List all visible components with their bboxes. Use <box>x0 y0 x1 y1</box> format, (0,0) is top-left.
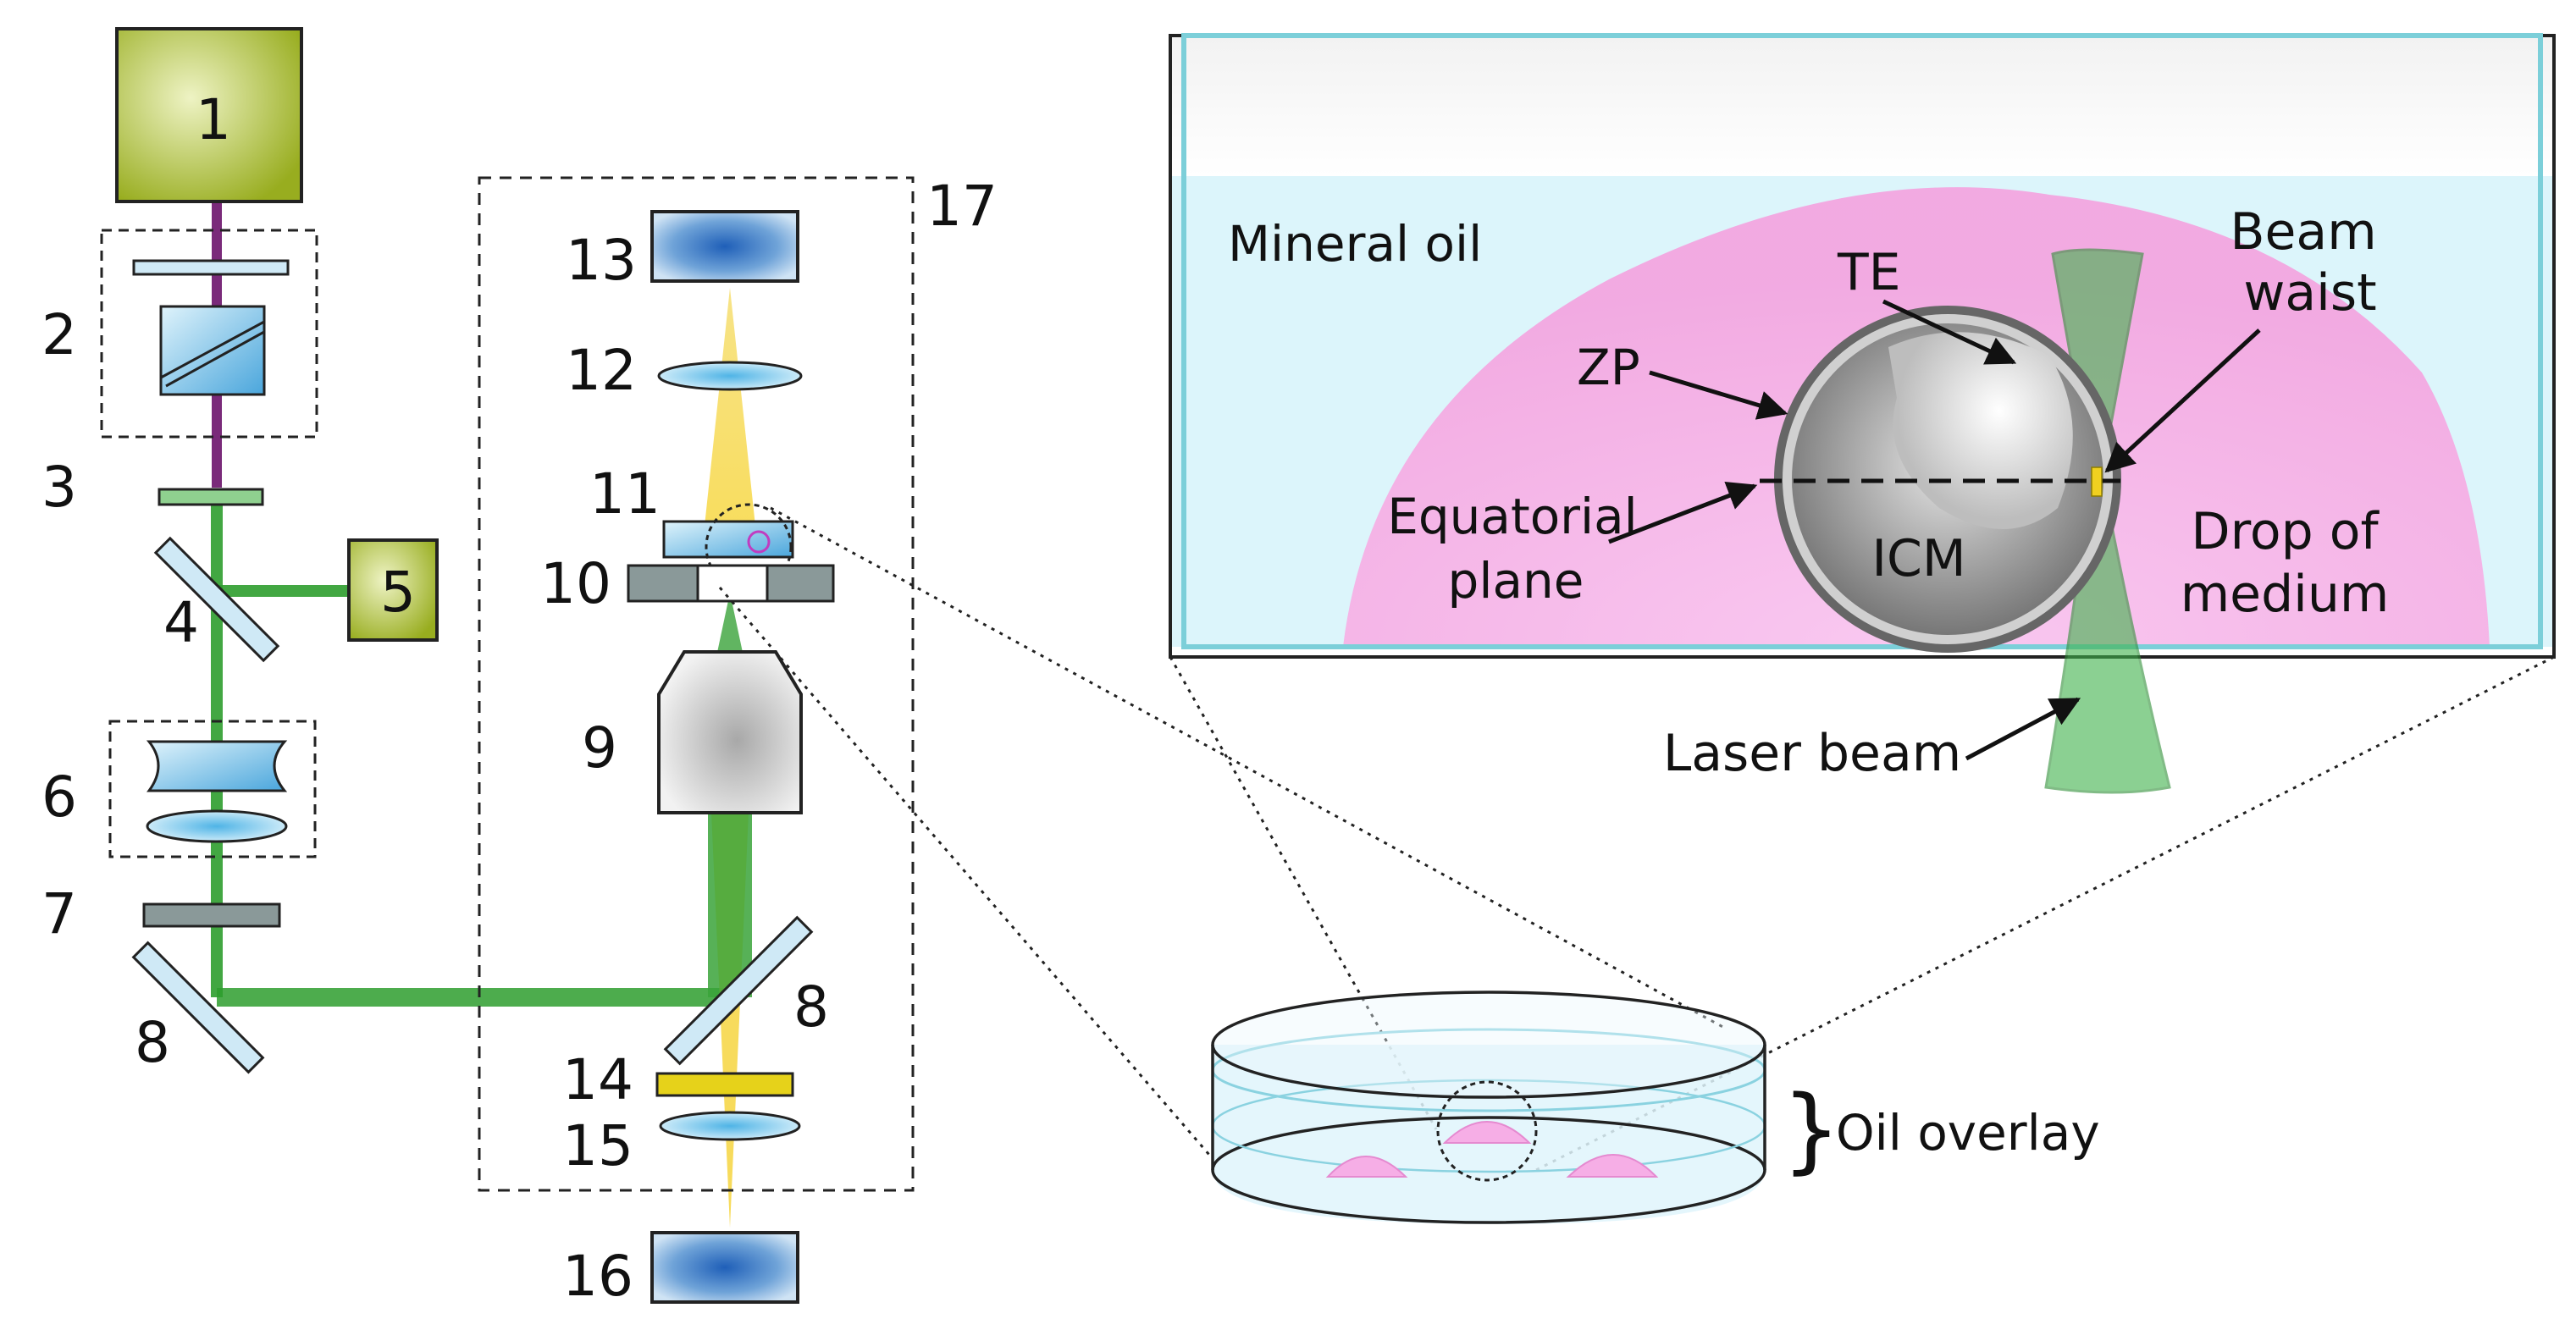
label-3: 3 <box>41 455 77 520</box>
drop-right <box>1566 1154 1659 1178</box>
concave-lens <box>146 740 288 792</box>
label-14: 14 <box>562 1047 633 1112</box>
green-beam-objective <box>708 813 752 997</box>
component-11-chamber <box>662 520 794 559</box>
yellow-cone-upper <box>703 288 757 542</box>
inset-inner-border <box>1181 33 2543 649</box>
sample-circle <box>747 530 771 554</box>
label-1: 1 <box>196 87 231 152</box>
label-te: TE <box>1837 243 1901 302</box>
label-oil-overlay: Oil overlay <box>1836 1104 2100 1162</box>
petri-dish: } Oil overlay <box>1211 991 2100 1224</box>
label-equatorial: Equatorial <box>1387 488 1638 545</box>
label-drop: Drop of <box>2191 502 2380 561</box>
label-icm: ICM <box>1871 529 1965 588</box>
arrow-equatorial <box>1608 481 1758 544</box>
label-beam: Beam <box>2230 202 2376 262</box>
label-waist: waist <box>2243 263 2376 323</box>
component-9-objective <box>657 650 803 814</box>
arrow-beam-waist <box>2104 328 2261 473</box>
component-5-laser <box>347 538 439 642</box>
component-13-camera <box>650 210 799 283</box>
label-5: 5 <box>380 560 416 625</box>
label-8a: 8 <box>135 1010 170 1075</box>
component-14-filter <box>655 1072 794 1097</box>
label-plane: plane <box>1448 552 1584 610</box>
component-8-mirror-left <box>131 941 265 1074</box>
label-7: 7 <box>41 881 77 946</box>
beam-waist-marker <box>2091 466 2103 497</box>
component-2-box <box>100 229 318 439</box>
label-4: 4 <box>163 590 199 655</box>
drop-left <box>1325 1156 1408 1178</box>
inset-oil-top <box>1170 36 2554 176</box>
label-12: 12 <box>566 338 637 403</box>
waveplate <box>132 259 290 276</box>
label-6: 6 <box>41 764 77 830</box>
drop-center <box>1442 1121 1532 1144</box>
component-10-stage-right <box>766 564 835 603</box>
component-7-filter <box>142 902 281 928</box>
cube-diagonal-2 <box>165 330 265 388</box>
green-cone-sample <box>716 593 744 660</box>
convex-lens <box>146 809 288 843</box>
dish-zoom-circle <box>1436 1080 1538 1182</box>
label-9: 9 <box>582 715 617 781</box>
component-16-detector <box>650 1231 799 1304</box>
cube-diagonal <box>160 320 265 379</box>
label-2: 2 <box>41 302 77 367</box>
label-8b: 8 <box>793 974 829 1040</box>
component-17-microscope-box <box>478 176 915 1192</box>
label-zp: ZP <box>1577 339 1640 396</box>
label-medium: medium <box>2181 565 2390 624</box>
component-10-stage-left <box>627 564 699 603</box>
label-16: 16 <box>562 1244 633 1309</box>
inset-panel: Mineral oil TE ZP Beam waist Equatorial … <box>1169 33 2556 794</box>
arrow-te <box>1882 299 2017 365</box>
component-15-lens <box>659 1111 801 1141</box>
label-17: 17 <box>926 174 998 239</box>
component-12-lens <box>657 361 803 391</box>
zoom-line-inset-right <box>1535 655 2555 1172</box>
oil-overlay-brace: } <box>1782 1075 1841 1184</box>
label-11: 11 <box>589 461 661 527</box>
label-10: 10 <box>540 551 611 616</box>
dish-top-rim <box>1211 991 1766 1099</box>
arrow-laser-beam <box>1965 697 2081 761</box>
zoom-line-2 <box>718 587 1211 1156</box>
label-laser-beam: Laser beam <box>1663 724 1961 783</box>
label-13: 13 <box>566 228 637 293</box>
arrow-zp <box>1649 370 1788 420</box>
label-mineral-oil: Mineral oil <box>1228 215 1482 273</box>
component-8-mirror-right <box>663 915 814 1066</box>
component-4-mirror <box>153 536 280 663</box>
component-3-filter <box>158 488 264 506</box>
zoom-line-inset-left <box>1169 656 1438 1130</box>
component-10-stage-gap <box>696 564 769 603</box>
component-1-laser <box>115 27 303 203</box>
label-15: 15 <box>562 1113 633 1178</box>
component-6-box <box>108 720 317 858</box>
